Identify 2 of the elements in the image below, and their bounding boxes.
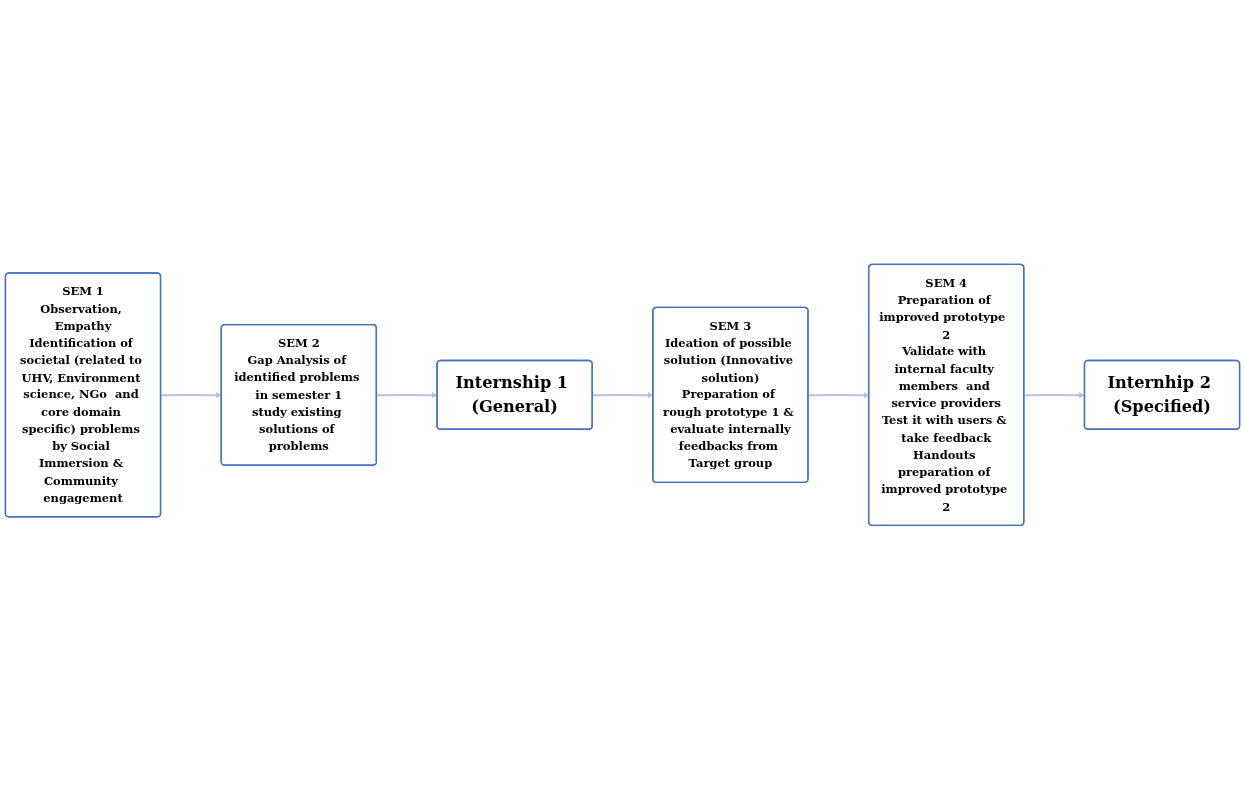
arrow: [160, 391, 222, 398]
arrow: [376, 391, 438, 398]
